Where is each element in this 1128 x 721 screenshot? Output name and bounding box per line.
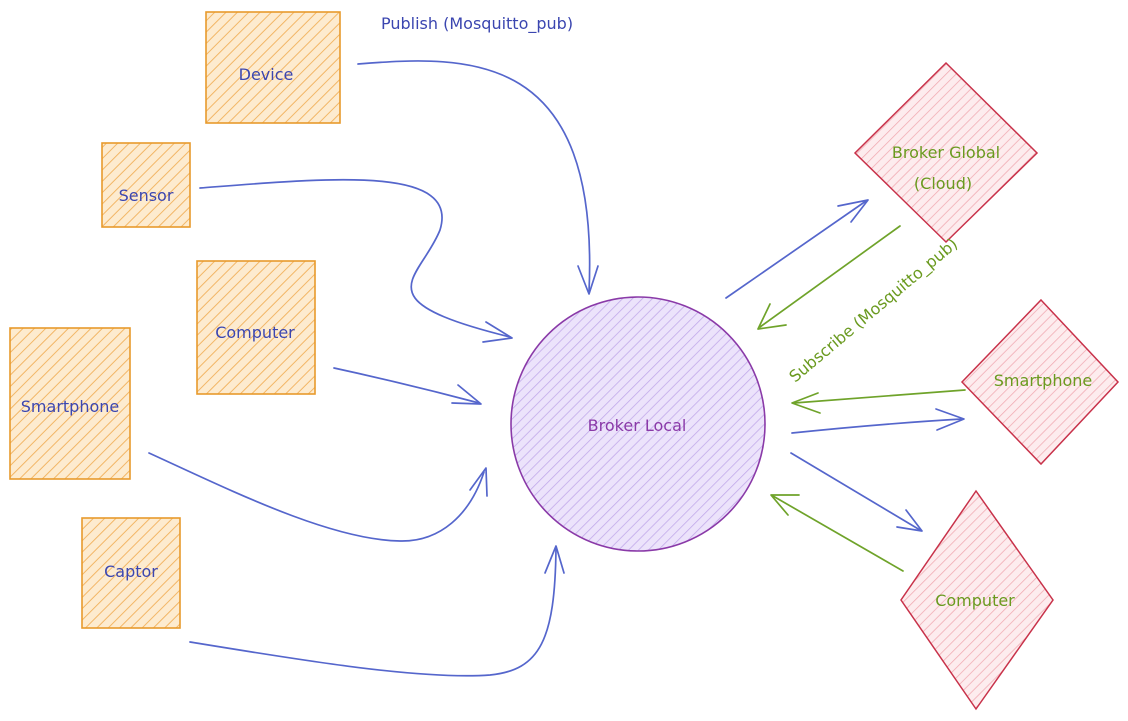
- arrow-broker-to-computer: [790, 452, 921, 531]
- arrowhead-device: [577, 265, 599, 295]
- target-smartphone: Smartphone: [960, 298, 1120, 466]
- arrow-sensor-to-broker: [199, 178, 511, 338]
- arrow-device-to-broker: [357, 60, 591, 293]
- broker-local: Broker Local: [510, 296, 766, 552]
- source-captor: Captor: [81, 517, 181, 629]
- arrow-captor-to-broker: [189, 547, 557, 677]
- computer-diamond: [900, 489, 1054, 711]
- smartphone-diamond: [960, 298, 1120, 466]
- arrow-smartphone-to-broker-sub: [793, 389, 966, 404]
- smartphone-label: Smartphone: [21, 397, 119, 416]
- sensor-box: [101, 142, 191, 228]
- arrowhead-from-global: [757, 303, 787, 330]
- publish-arrows: [148, 60, 965, 677]
- arrow-global-to-broker: [759, 225, 901, 328]
- broker-global-label-line2: (Cloud): [914, 174, 972, 193]
- broker-global-diamond: [853, 61, 1039, 244]
- arrow-broker-to-global: [725, 200, 867, 299]
- arrow-broker-to-smartphone: [791, 418, 963, 434]
- arrowhead-global: [837, 199, 869, 223]
- arrowhead-target-smartphone: [935, 408, 965, 431]
- computer-label: Computer: [215, 323, 295, 342]
- device-box: [205, 11, 341, 124]
- arrowhead-computer: [451, 384, 482, 405]
- target-computer-label: Computer: [935, 591, 1015, 610]
- arrowhead-from-computer: [770, 494, 800, 516]
- source-smartphone: Smartphone: [9, 327, 131, 480]
- source-computer: Computer: [196, 260, 316, 395]
- smartphone-box: [9, 327, 131, 480]
- arrowhead-captor: [544, 545, 565, 574]
- arrow-smartphone-to-broker: [148, 452, 485, 542]
- broker-global-label-line1: Broker Global: [892, 143, 1000, 162]
- device-label: Device: [239, 65, 294, 84]
- arrowhead-sensor: [482, 321, 513, 343]
- computer-box: [196, 260, 316, 395]
- arrow-computer-to-broker: [333, 367, 480, 404]
- broker-local-label: Broker Local: [588, 416, 687, 435]
- publish-annotation: Publish (Mosquitto_pub): [381, 14, 573, 34]
- captor-box: [81, 517, 181, 629]
- source-device: Device: [205, 11, 341, 124]
- arrowhead-target-computer: [896, 509, 923, 532]
- sensor-label: Sensor: [119, 186, 174, 205]
- arrow-computer-to-broker-sub: [772, 495, 904, 572]
- source-sensor: Sensor: [101, 142, 191, 228]
- subscribe-arrows: [757, 225, 966, 572]
- captor-label: Captor: [104, 562, 158, 581]
- subscribe-annotation: Subscribe (Mosquitto_pub): [785, 234, 962, 387]
- arrowhead-from-smartphone: [791, 392, 821, 414]
- arrowhead-smartphone: [469, 467, 488, 497]
- target-smartphone-label: Smartphone: [994, 371, 1092, 390]
- broker-local-circle: [510, 296, 766, 552]
- target-computer: Computer: [900, 489, 1054, 711]
- target-broker-global: Broker Global (Cloud): [853, 61, 1039, 244]
